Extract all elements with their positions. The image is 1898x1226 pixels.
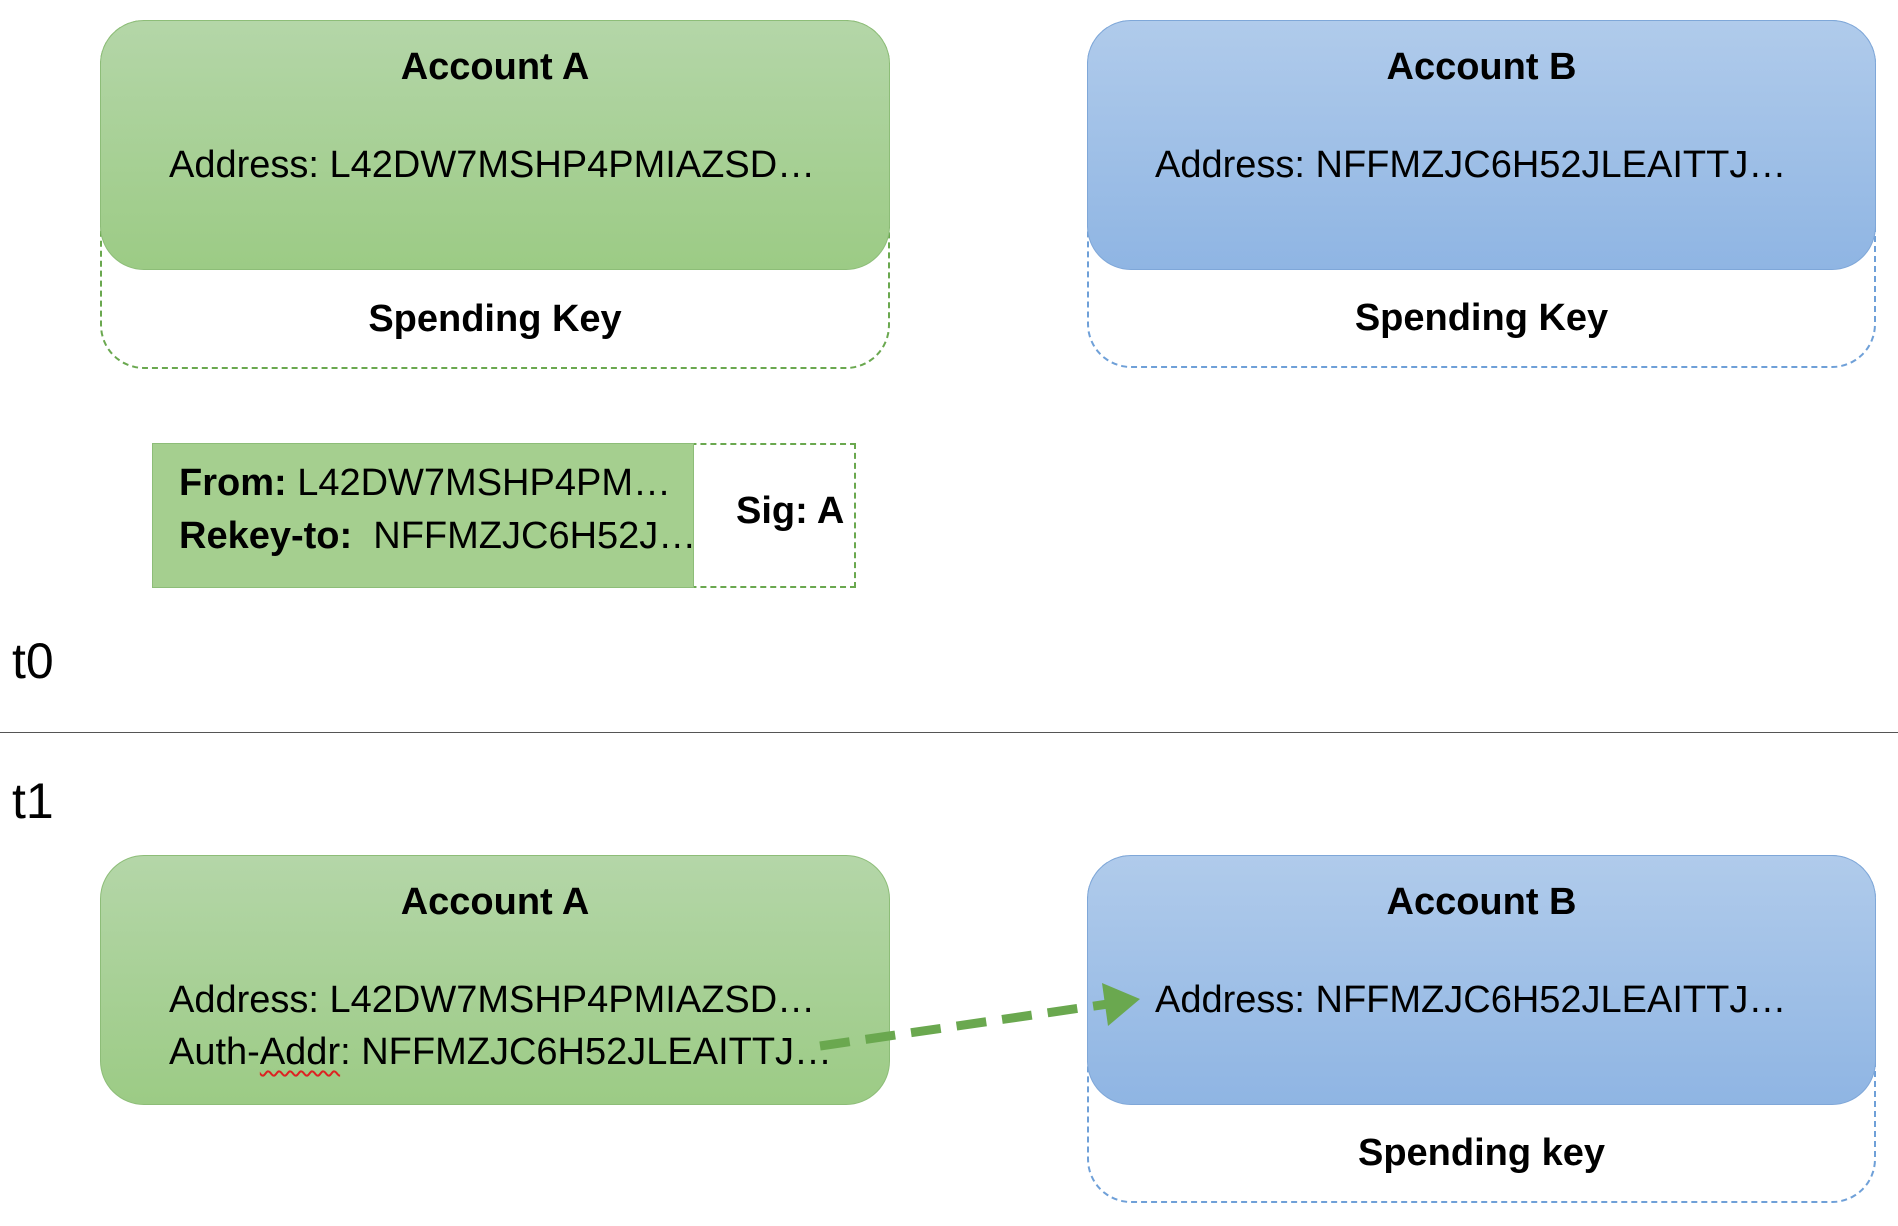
t0-account-a-card: Account A Address: L42DW7MSHP4PMIAZSD… <box>100 20 890 270</box>
t0-account-b-card: Account B Address: NFFMZJC6H52JLEAITTJ… <box>1087 20 1876 270</box>
t0-account-b-spending-key-label: Spending Key <box>1354 297 1609 339</box>
transaction-from-value: L42DW7MSHP4PM… <box>286 462 671 504</box>
auth-addr-prefix: Auth- <box>169 1031 260 1073</box>
t0-account-b-address: Address: NFFMZJC6H52JLEAITTJ… <box>1155 144 1787 186</box>
transaction-rekey-value: NFFMZJC6H52J… <box>352 515 697 557</box>
t1-account-b-card: Account B Address: NFFMZJC6H52JLEAITTJ… <box>1087 855 1876 1105</box>
transaction-from-label: From: <box>179 462 287 504</box>
transaction-rekey-label: Rekey-to: <box>179 515 353 557</box>
rekey-transaction-fields: From: L42DW7MSHP4PM… Rekey-to: NFFMZJC6H… <box>152 443 696 588</box>
t1-account-a-title: Account A <box>400 881 590 923</box>
t1-account-b-title: Account B <box>1386 881 1577 923</box>
t0-account-a-title: Account A <box>400 46 590 88</box>
timeline-divider <box>0 732 1898 733</box>
t1-account-b-spending-key-label: Spending key <box>1357 1132 1606 1174</box>
t0-account-b-title: Account B <box>1386 46 1577 88</box>
auth-addr-value: : NFFMZJC6H52JLEAITTJ… <box>340 1031 833 1073</box>
auth-addr-word: Addr <box>259 1031 341 1073</box>
t1-account-a-auth-addr: Auth-Addr: NFFMZJC6H52JLEAITTJ… <box>169 1031 832 1074</box>
t1-account-a-card: Account A Address: L42DW7MSHP4PMIAZSD… A… <box>100 855 890 1105</box>
t0-account-a-spending-key-label: Spending Key <box>368 298 622 340</box>
t0-account-a-address: Address: L42DW7MSHP4PMIAZSD… <box>169 144 816 186</box>
t1-account-a-address: Address: L42DW7MSHP4PMIAZSD… <box>169 979 816 1021</box>
transaction-signature: Sig: A <box>736 490 845 532</box>
time-label-t0: t0 <box>12 633 54 689</box>
t1-account-b-address: Address: NFFMZJC6H52JLEAITTJ… <box>1155 979 1787 1021</box>
transaction-rekey-line: Rekey-to: NFFMZJC6H52J… <box>179 515 696 558</box>
time-label-t1: t1 <box>12 773 54 829</box>
transaction-from-line: From: L42DW7MSHP4PM… <box>179 462 671 505</box>
